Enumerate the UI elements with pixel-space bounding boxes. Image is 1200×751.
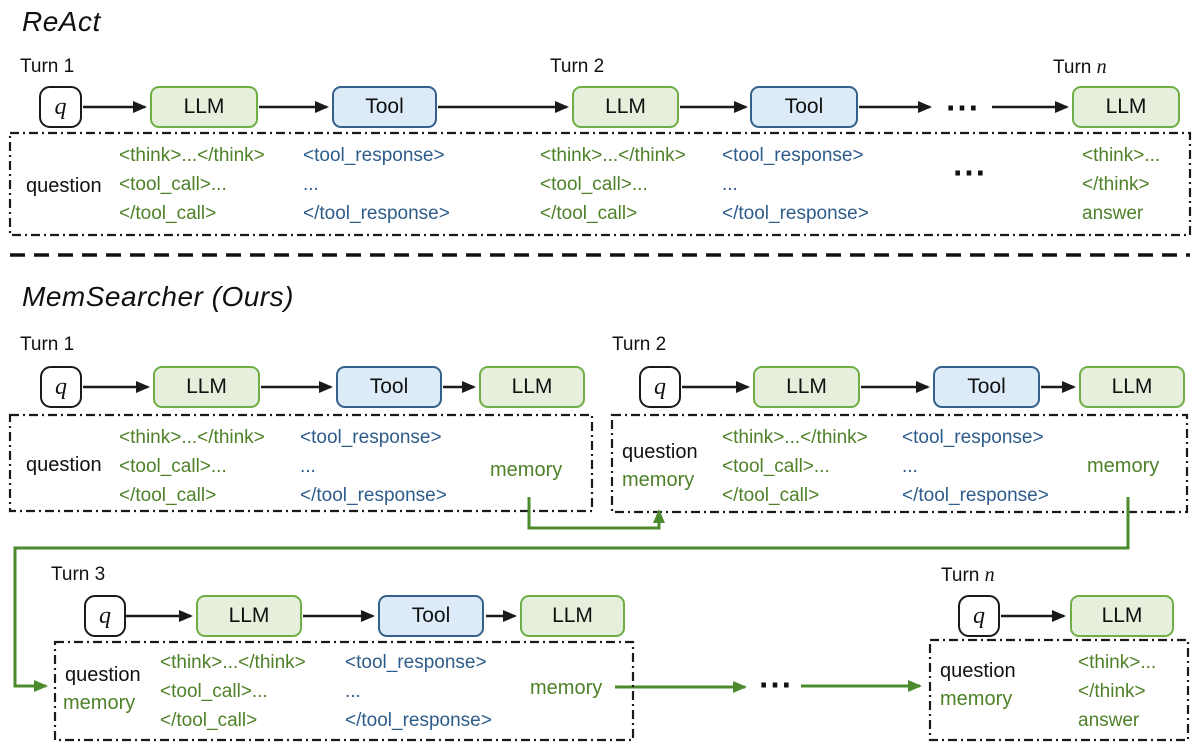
ms1-llm-output: <think>...</think> <tool_call>... </tool… <box>119 423 265 510</box>
ctx-answer-label: answer <box>1078 710 1140 731</box>
ctx-tool-call-open: <tool_call>... <box>540 174 648 195</box>
msn-llm-node: LLM <box>1070 595 1174 637</box>
ctx-tool-response-open: <tool_response> <box>722 145 864 166</box>
react-turnn-var: n <box>1096 56 1107 78</box>
ctx-think-pair: <think>...</think> <box>160 652 306 673</box>
ctx-tool-response-open: <tool_response> <box>303 145 445 166</box>
react-llm2-output: <think>...</think> <tool_call>... </tool… <box>540 141 686 228</box>
ms3-memory-out-label: memory <box>530 677 603 699</box>
ms-turnn-var: n <box>984 564 995 586</box>
ctx-tool-response-close: </tool_response> <box>345 710 492 731</box>
react-tool2-output: <tool_response> ... </tool_response> <box>722 141 869 228</box>
ms-turn1-label: Turn 1 <box>20 334 75 355</box>
ctx-think-pair: <think>...</think> <box>119 145 265 166</box>
ms3-tool-output: <tool_response> ... </tool_response> <box>345 648 492 735</box>
react-node-ellipsis: ⋯ <box>945 89 981 127</box>
ctx-tool-call-close: </tool_call> <box>540 203 638 224</box>
ms1-tool-output: <tool_response> ... </tool_response> <box>300 423 447 510</box>
react-turnn-label: Turn n <box>1053 56 1107 79</box>
ms1-question-label: question <box>26 454 102 476</box>
ctx-think-pair: <think>...</think> <box>119 427 265 448</box>
ms2-memory-in-label: memory <box>622 469 695 491</box>
msn-question-label: question <box>940 660 1016 682</box>
ms-turn2-label: Turn 2 <box>612 334 667 355</box>
ctx-answer-label: answer <box>1082 203 1144 224</box>
ms2-llm2-node: LLM <box>1079 366 1185 408</box>
react-turn2-label: Turn 2 <box>550 56 605 77</box>
ctx-tool-response-open: <tool_response> <box>902 427 1044 448</box>
ms3-question-label: question <box>65 664 141 686</box>
ms2-tool-output: <tool_response> ... </tool_response> <box>902 423 1049 510</box>
react-llmn-node: LLM <box>1072 86 1180 128</box>
ctx-tool-call-open: <tool_call>... <box>119 174 227 195</box>
ms2-memory-out-label: memory <box>1087 455 1160 477</box>
ms-bottom-ellipsis: ⋯ <box>758 666 794 704</box>
ctx-think-close: </think> <box>1078 681 1146 702</box>
msn-final-output: <think>... </think> answer <box>1078 648 1156 735</box>
react-title: ReAct <box>22 6 101 37</box>
ms3-memory-in-label: memory <box>63 692 136 714</box>
ctx-think-close: </think> <box>1082 174 1150 195</box>
react-llm1-output: <think>...</think> <tool_call>... </tool… <box>119 141 265 228</box>
ctx-tool-call-close: </tool_call> <box>722 485 820 506</box>
react-tool2-node: Tool <box>750 86 858 128</box>
ms2-q-node: q <box>639 366 681 408</box>
ctx-think-pair: <think>...</think> <box>722 427 868 448</box>
ms-turnn-prefix: Turn <box>941 565 980 586</box>
ms2-question-label: question <box>622 441 698 463</box>
ctx-tool-call-open: <tool_call>... <box>119 456 227 477</box>
ms1-tool-node: Tool <box>336 366 442 408</box>
memsearcher-title: MemSearcher (Ours) <box>22 281 294 312</box>
ms1-llm1-node: LLM <box>153 366 260 408</box>
ms1-q-node: q <box>40 366 82 408</box>
ctx-tool-response-close: </tool_response> <box>902 485 1049 506</box>
ms3-q-node: q <box>84 595 126 637</box>
ctx-tool-call-close: </tool_call> <box>119 485 217 506</box>
ms1-memory-label: memory <box>490 459 563 481</box>
ctx-ellipsis: ... <box>345 681 361 702</box>
react-turn1-label: Turn 1 <box>20 56 75 77</box>
ctx-tool-call-close: </tool_call> <box>119 203 217 224</box>
ctx-think-pair: <think>...</think> <box>540 145 686 166</box>
ctx-ellipsis: ... <box>303 174 319 195</box>
react-q-node: q <box>39 86 82 128</box>
react-llm1-node: LLM <box>150 86 258 128</box>
ms3-llm1-node: LLM <box>196 595 302 637</box>
ms2-llm-output: <think>...</think> <tool_call>... </tool… <box>722 423 868 510</box>
ctx-tool-response-open: <tool_response> <box>345 652 487 673</box>
react-turnn-prefix: Turn <box>1053 57 1092 78</box>
ms3-llm-output: <think>...</think> <tool_call>... </tool… <box>160 648 306 735</box>
ctx-think-open: <think>... <box>1078 652 1157 673</box>
ctx-ellipsis: ... <box>300 456 316 477</box>
ctx-think-open: <think>... <box>1082 145 1161 166</box>
ctx-ellipsis: ... <box>902 456 918 477</box>
ms2-llm1-node: LLM <box>753 366 860 408</box>
ctx-ellipsis: ... <box>722 174 738 195</box>
ctx-tool-response-close: </tool_response> <box>303 203 450 224</box>
ctx-tool-call-close: </tool_call> <box>160 710 258 731</box>
memory-flow-turn1-to-turn2 <box>527 497 665 530</box>
ctx-tool-call-open: <tool_call>... <box>160 681 268 702</box>
ms-turnn-label: Turn n <box>941 564 995 587</box>
react-question-label: question <box>26 175 102 197</box>
react-final-output: <think>... </think> answer <box>1082 141 1160 228</box>
react-context-ellipsis: ⋯ <box>952 154 988 192</box>
ctx-tool-response-open: <tool_response> <box>300 427 442 448</box>
ms1-llm2-node: LLM <box>479 366 585 408</box>
react-tool1-output: <tool_response> ... </tool_response> <box>303 141 450 228</box>
ctx-tool-response-close: </tool_response> <box>300 485 447 506</box>
ctx-tool-response-close: </tool_response> <box>722 203 869 224</box>
ms-turn3-label: Turn 3 <box>51 564 106 585</box>
ms2-tool-node: Tool <box>933 366 1040 408</box>
react-llm2-node: LLM <box>572 86 679 128</box>
react-tool1-node: Tool <box>332 86 437 128</box>
ms3-llm2-node: LLM <box>520 595 625 637</box>
ctx-tool-call-open: <tool_call>... <box>722 456 830 477</box>
msn-memory-label: memory <box>940 688 1013 710</box>
msn-q-node: q <box>958 595 1000 637</box>
ms3-tool-node: Tool <box>378 595 484 637</box>
